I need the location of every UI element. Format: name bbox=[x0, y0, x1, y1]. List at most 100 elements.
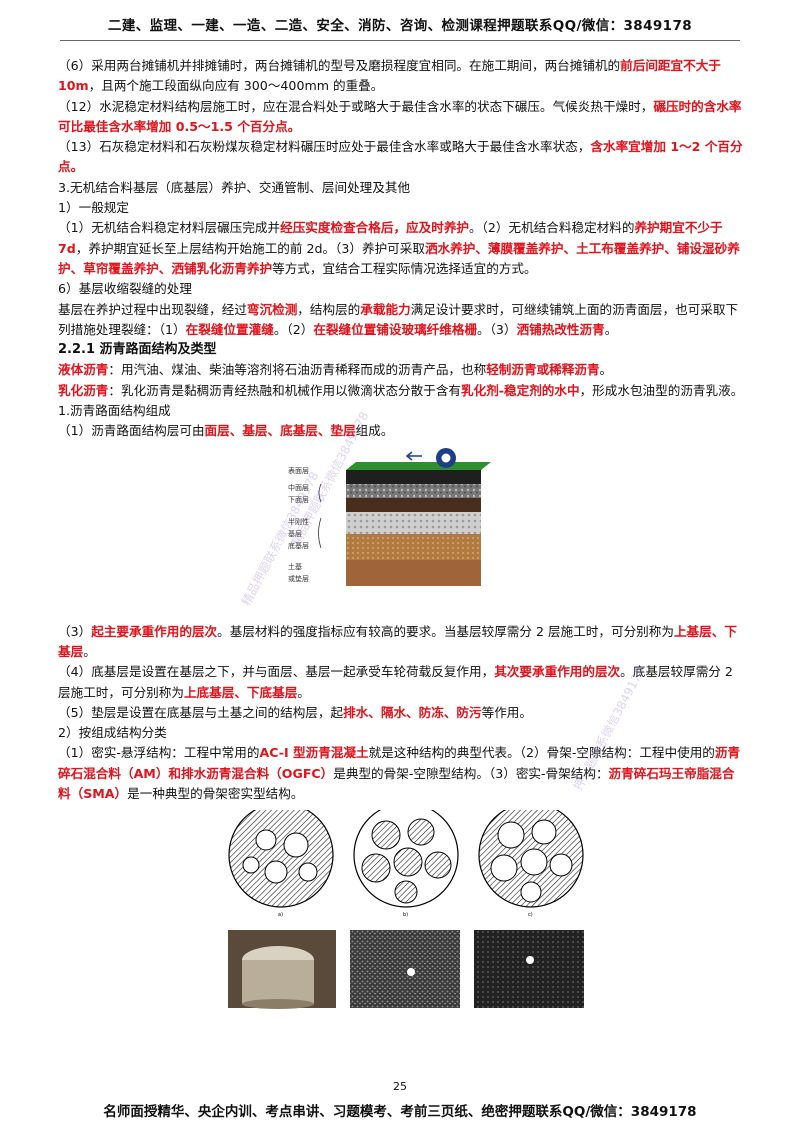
text: 。（2）无机结合料稳定材料的 bbox=[469, 220, 635, 236]
paragraph-12: （12）水泥稳定材料结构层施工时，应在混合料处于或略大于最佳含水率的状态下碾压。… bbox=[58, 97, 744, 138]
text: 等作用。 bbox=[481, 704, 532, 720]
text: 。底基层较厚需分 2 层施工时，可分别称为 bbox=[58, 664, 733, 700]
lower-layer bbox=[346, 497, 481, 512]
grass-top bbox=[346, 461, 491, 470]
highlight: 前后间距宜不大于 10m bbox=[58, 58, 721, 94]
label-lower-layer: 下面层 bbox=[288, 496, 309, 504]
term: 乳化沥青 bbox=[58, 382, 109, 398]
highlight: 养护期宜不少于 7d bbox=[58, 220, 723, 256]
text: 就是这种结构的典型代表。（2）骨架-空隙结构：工程中使用的 bbox=[368, 745, 715, 761]
text: 。 bbox=[297, 684, 310, 700]
middle-layer bbox=[346, 483, 481, 498]
text: 。 bbox=[83, 643, 96, 659]
base-layer bbox=[346, 511, 481, 534]
page-number: 25 bbox=[393, 1080, 407, 1093]
mixture-structure-figure: a) b) c) bbox=[58, 810, 744, 1030]
paragraph-liquid-asphalt: 液体沥青：用汽油、煤油、柴油等溶剂将石油沥青稀释而成的沥青产品，也称轻制沥青或稀… bbox=[58, 360, 744, 380]
highlight: 面层、基层、底基层、垫层 bbox=[204, 423, 356, 439]
text: 满足设计要求时，可继续铺筑上面的沥青面层，也可采取下列措施处理裂缝：（1） bbox=[58, 301, 739, 337]
label-semi-rigid: 半刚性 bbox=[288, 517, 309, 526]
mixture-structure-illustration: a) b) c) bbox=[228, 810, 584, 1010]
text: ，养护期宜延长至上层结构开始施工的前 2d。（3）养护可采取 bbox=[75, 240, 425, 256]
structure-c-circle bbox=[478, 810, 584, 908]
structure-b-circle bbox=[353, 810, 459, 908]
header-divider bbox=[60, 40, 740, 41]
highlight: 承载能力 bbox=[360, 301, 411, 317]
text: ：用汽油、煤油、柴油等溶剂将石油沥青稀释而成的沥青产品，也称 bbox=[108, 362, 487, 378]
subheading-structure: 1.沥青路面结构组成 bbox=[58, 403, 171, 419]
section-heading-3: 3.无机结合料基层（底基层）养护、交通管制、层间处理及其他 bbox=[58, 179, 411, 195]
structure-a-circle bbox=[228, 810, 334, 908]
subheading-general: 1）一般规定 bbox=[58, 200, 129, 216]
text: 是一种典型的骨架密实型结构。 bbox=[127, 786, 304, 802]
section-heading-2-2-1: 2.2.1 沥青路面结构及类型 bbox=[58, 342, 217, 358]
highlight: 含水率宜增加 1～2 个百分点。 bbox=[58, 139, 743, 175]
subheading-cracks: 6）基层收缩裂缝的处理 bbox=[58, 281, 192, 297]
surface-layer bbox=[346, 469, 481, 484]
paragraph-subbase: （4）底基层是设置在基层之下，并与面层、基层一起承受车轮荷载反复作用，其次要承重… bbox=[58, 662, 744, 703]
text: ，且两个施工段面纵向应有 300～400mm 的重叠。 bbox=[88, 78, 384, 94]
text: （4）底基层是设置在基层之下，并与面层、基层一起承受车轮荷载反复作用， bbox=[58, 664, 495, 680]
label-c: c) bbox=[528, 912, 533, 918]
text: 。 bbox=[599, 362, 613, 378]
label-cushion: 或垫层 bbox=[288, 574, 309, 583]
paragraph-layers: （1）沥青路面结构层可由面层、基层、底基层、垫层组成。 bbox=[58, 421, 744, 441]
sma-photo bbox=[474, 930, 584, 1009]
label-middle-layer: 中面层 bbox=[288, 483, 309, 492]
highlight: 上基层、下基层 bbox=[58, 623, 737, 659]
text: ，形成水包油型的沥青乳液。 bbox=[579, 382, 744, 398]
text: （6）采用两台摊铺机并排摊铺时，两台摊铺机的型号及磨损程度宜相同。在施工期间，两… bbox=[58, 58, 621, 73]
text: 。基层材料的强度指标应有较高的要求。当基层较厚需分 2 层施工时，可分别称为 bbox=[217, 623, 674, 639]
highlight: AC-I 型沥青混凝土 bbox=[259, 745, 369, 761]
label-surface-layer: 表面层 bbox=[288, 466, 309, 475]
arrow-left-icon bbox=[405, 451, 422, 461]
page-body: （6）采用两台摊铺机并排摊铺时，两台摊铺机的型号及磨损程度宜相同。在施工期间，两… bbox=[58, 56, 744, 1030]
text: （1）密实-悬浮结构：工程中常用的 bbox=[58, 745, 260, 761]
highlight: 排水、隔水、防冻、防污 bbox=[343, 704, 482, 720]
text: 。（2） bbox=[273, 321, 314, 337]
paragraph-curing: （1）无机结合料稳定材料层碾压完成并经压实度检查合格后，应及时养护。（2）无机结… bbox=[58, 218, 744, 279]
highlight: 洒水养护、薄膜覆盖养护、土工布覆盖养护、铺设湿砂养护、草帘覆盖养护、洒铺乳化沥青… bbox=[58, 240, 740, 276]
text: ：乳化沥青是黏稠沥青经热融和机械作用以微滴状态分散于含有 bbox=[108, 382, 461, 398]
text: 组成。 bbox=[355, 423, 394, 439]
highlight: 乳化剂-稳定剂的水中 bbox=[461, 382, 580, 398]
text: 等方式，宜结合工程实际情况选择适宜的方式。 bbox=[272, 260, 537, 276]
text: 基层在养护过程中出现裂缝，经过 bbox=[58, 301, 247, 317]
highlight: 经压实度检查合格后，应及时养护 bbox=[280, 220, 470, 236]
text: 。 bbox=[604, 321, 618, 337]
text: （1）无机结合料稳定材料层碾压完成并 bbox=[58, 220, 281, 236]
page-footer: 名师面授精华、央企内训、考点串讲、习题模考、考前三页纸、绝密押题联系QQ/微信：… bbox=[103, 1104, 697, 1120]
label-subbase: 底基层 bbox=[288, 541, 309, 550]
subbase-layer bbox=[346, 533, 481, 560]
page-header: 二建、监理、一建、一造、二造、安全、消防、咨询、检测课程押题联系QQ/微信：38… bbox=[107, 18, 693, 34]
highlight: 在裂缝位置灌缝 bbox=[185, 321, 274, 337]
label-base: 基层 bbox=[288, 529, 302, 538]
label-a: a) bbox=[278, 912, 283, 918]
highlight: 在裂缝位置铺设玻璃纤维格栅 bbox=[313, 321, 478, 337]
highlight: 洒铺热改性沥青 bbox=[516, 321, 605, 337]
pavement-layers-illustration: 表面层 中面层 下面层 半刚性 基层 底基层 土基 或垫层 bbox=[288, 447, 491, 586]
paragraph-6: （6）采用两台摊铺机并排摊铺时，两台摊铺机的型号及磨损程度宜相同。在施工期间，两… bbox=[58, 56, 744, 97]
highlight: 起主要承重作用的层次 bbox=[91, 623, 218, 639]
subheading-classification: 2）按组成结构分类 bbox=[58, 725, 167, 741]
text: 。（3） bbox=[477, 321, 517, 337]
highlight: 轻制沥青或稀释沥青 bbox=[486, 362, 600, 378]
text: 是典型的骨架-空隙型结构。（3）密实-骨架结构： bbox=[333, 765, 609, 781]
paragraph-cracks: 基层在养护过程中出现裂缝，经过弯沉检测，结构层的承载能力满足设计要求时，可继续铺… bbox=[58, 300, 744, 341]
highlight: 其次要承重作用的层次 bbox=[494, 664, 621, 680]
highlight: 沥青碎石玛王帝脂混合料（SMA） bbox=[58, 765, 735, 802]
paragraph-structure-types: （1）密实-悬浮结构：工程中常用的AC-I 型沥青混凝土就是这种结构的典型代表。… bbox=[58, 743, 744, 804]
highlight: 沥青碎石混合料（AM）和排水沥青混合料（OGFC） bbox=[58, 745, 741, 781]
label-soil: 土基 bbox=[288, 562, 302, 571]
core-sample-photo bbox=[228, 930, 336, 1010]
open-graded-photo bbox=[350, 930, 460, 1009]
term: 液体沥青 bbox=[58, 362, 109, 378]
highlight: 弯沉检测 bbox=[246, 301, 298, 317]
text: （1）沥青路面结构层可由 bbox=[58, 423, 205, 439]
paragraph-emulsified-asphalt: 乳化沥青：乳化沥青是黏稠沥青经热融和机械作用以微滴状态分散于含有乳化剂-稳定剂的… bbox=[58, 381, 744, 401]
text: （12）水泥稳定材料结构层施工时，应在混合料处于或略大于最佳含水率的状态下碾压。… bbox=[58, 98, 654, 114]
paragraph-cushion: （5）垫层是设置在底基层与土基之间的结构层，起排水、隔水、防冻、防污等作用。 bbox=[58, 703, 744, 723]
pavement-layers-figure: 表面层 中面层 下面层 半刚性 基层 底基层 土基 或垫层 bbox=[58, 446, 744, 616]
highlight: 碾压时的含水率可比最佳含水率增加 0.5～1.5 个百分点。 bbox=[58, 98, 742, 134]
paragraph-base: （3）起主要承重作用的层次。基层材料的强度指标应有较高的要求。当基层较厚需分 2… bbox=[58, 622, 744, 663]
